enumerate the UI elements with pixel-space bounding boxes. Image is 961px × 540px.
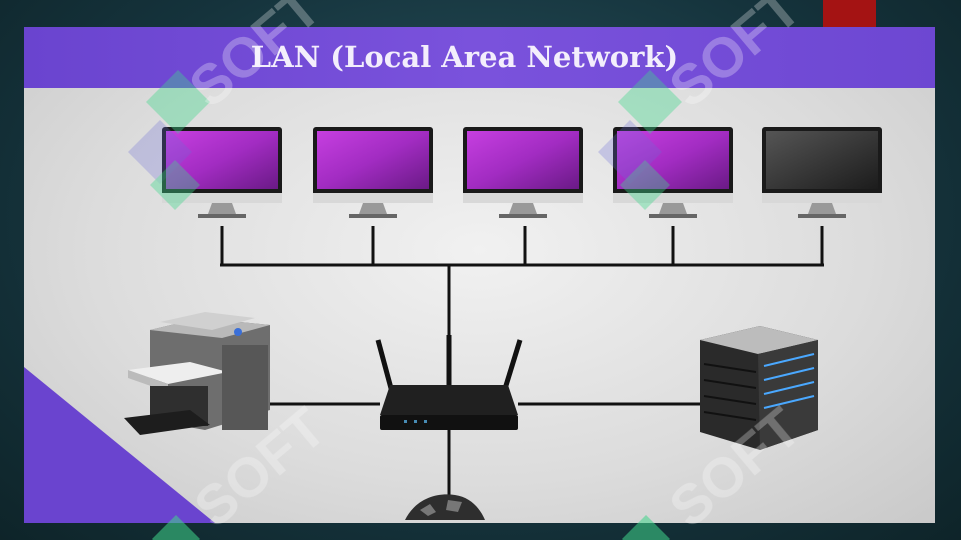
server-icon	[700, 326, 818, 450]
computer-2	[313, 127, 433, 218]
computer-1	[162, 127, 282, 218]
slide-title: LAN (Local Area Network)	[24, 40, 935, 74]
computer-5	[762, 127, 882, 218]
globe-icon	[405, 494, 485, 520]
watermark-logo-1	[128, 70, 210, 210]
computer-3	[463, 127, 583, 218]
title-bar: LAN (Local Area Network)	[24, 27, 935, 88]
router-icon	[375, 335, 523, 430]
slide-title-text: LAN (Local Area Network)	[250, 40, 679, 74]
printer-icon	[124, 312, 270, 435]
watermark-logo-4	[622, 515, 670, 540]
red-accent-tab	[823, 0, 876, 27]
computer-4	[613, 127, 733, 218]
watermark-logo-3	[152, 515, 200, 540]
watermark-logo-2	[598, 70, 682, 210]
corner-triangle	[24, 367, 215, 523]
